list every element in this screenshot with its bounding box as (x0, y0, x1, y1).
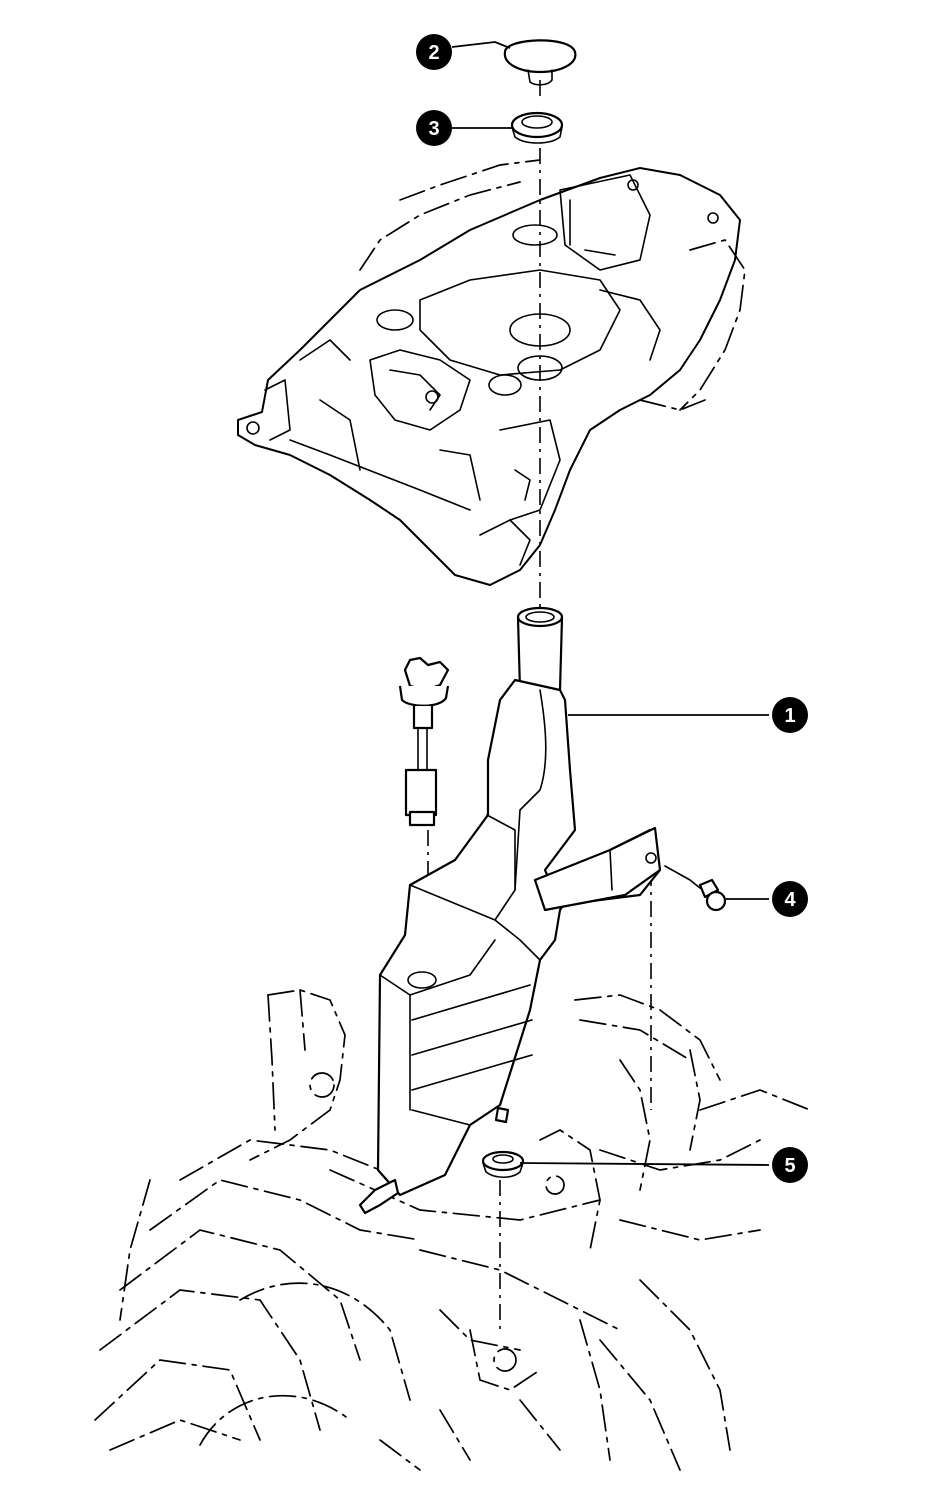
callout-2: 2 (416, 34, 452, 70)
cowl-panel (237, 159, 746, 586)
reservoir-mount-grommet (481, 1150, 525, 1179)
callout-4: 4 (772, 881, 808, 917)
mounting-bolt (664, 865, 727, 912)
callout-2-label: 2 (428, 42, 439, 64)
filler-grommet (510, 111, 564, 144)
callout-4-label: 4 (784, 889, 796, 911)
callout-1-label: 1 (784, 705, 795, 727)
washer-pump (398, 656, 450, 827)
leader-lines (451, 41, 770, 1166)
callout-1: 1 (772, 697, 808, 733)
callout-3-label: 3 (428, 118, 439, 140)
reservoir-cap (503, 39, 577, 86)
callout-3: 3 (416, 110, 452, 146)
washer-reservoir (358, 606, 662, 1215)
callout-5: 5 (772, 1147, 808, 1183)
callout-5-label: 5 (784, 1155, 795, 1177)
